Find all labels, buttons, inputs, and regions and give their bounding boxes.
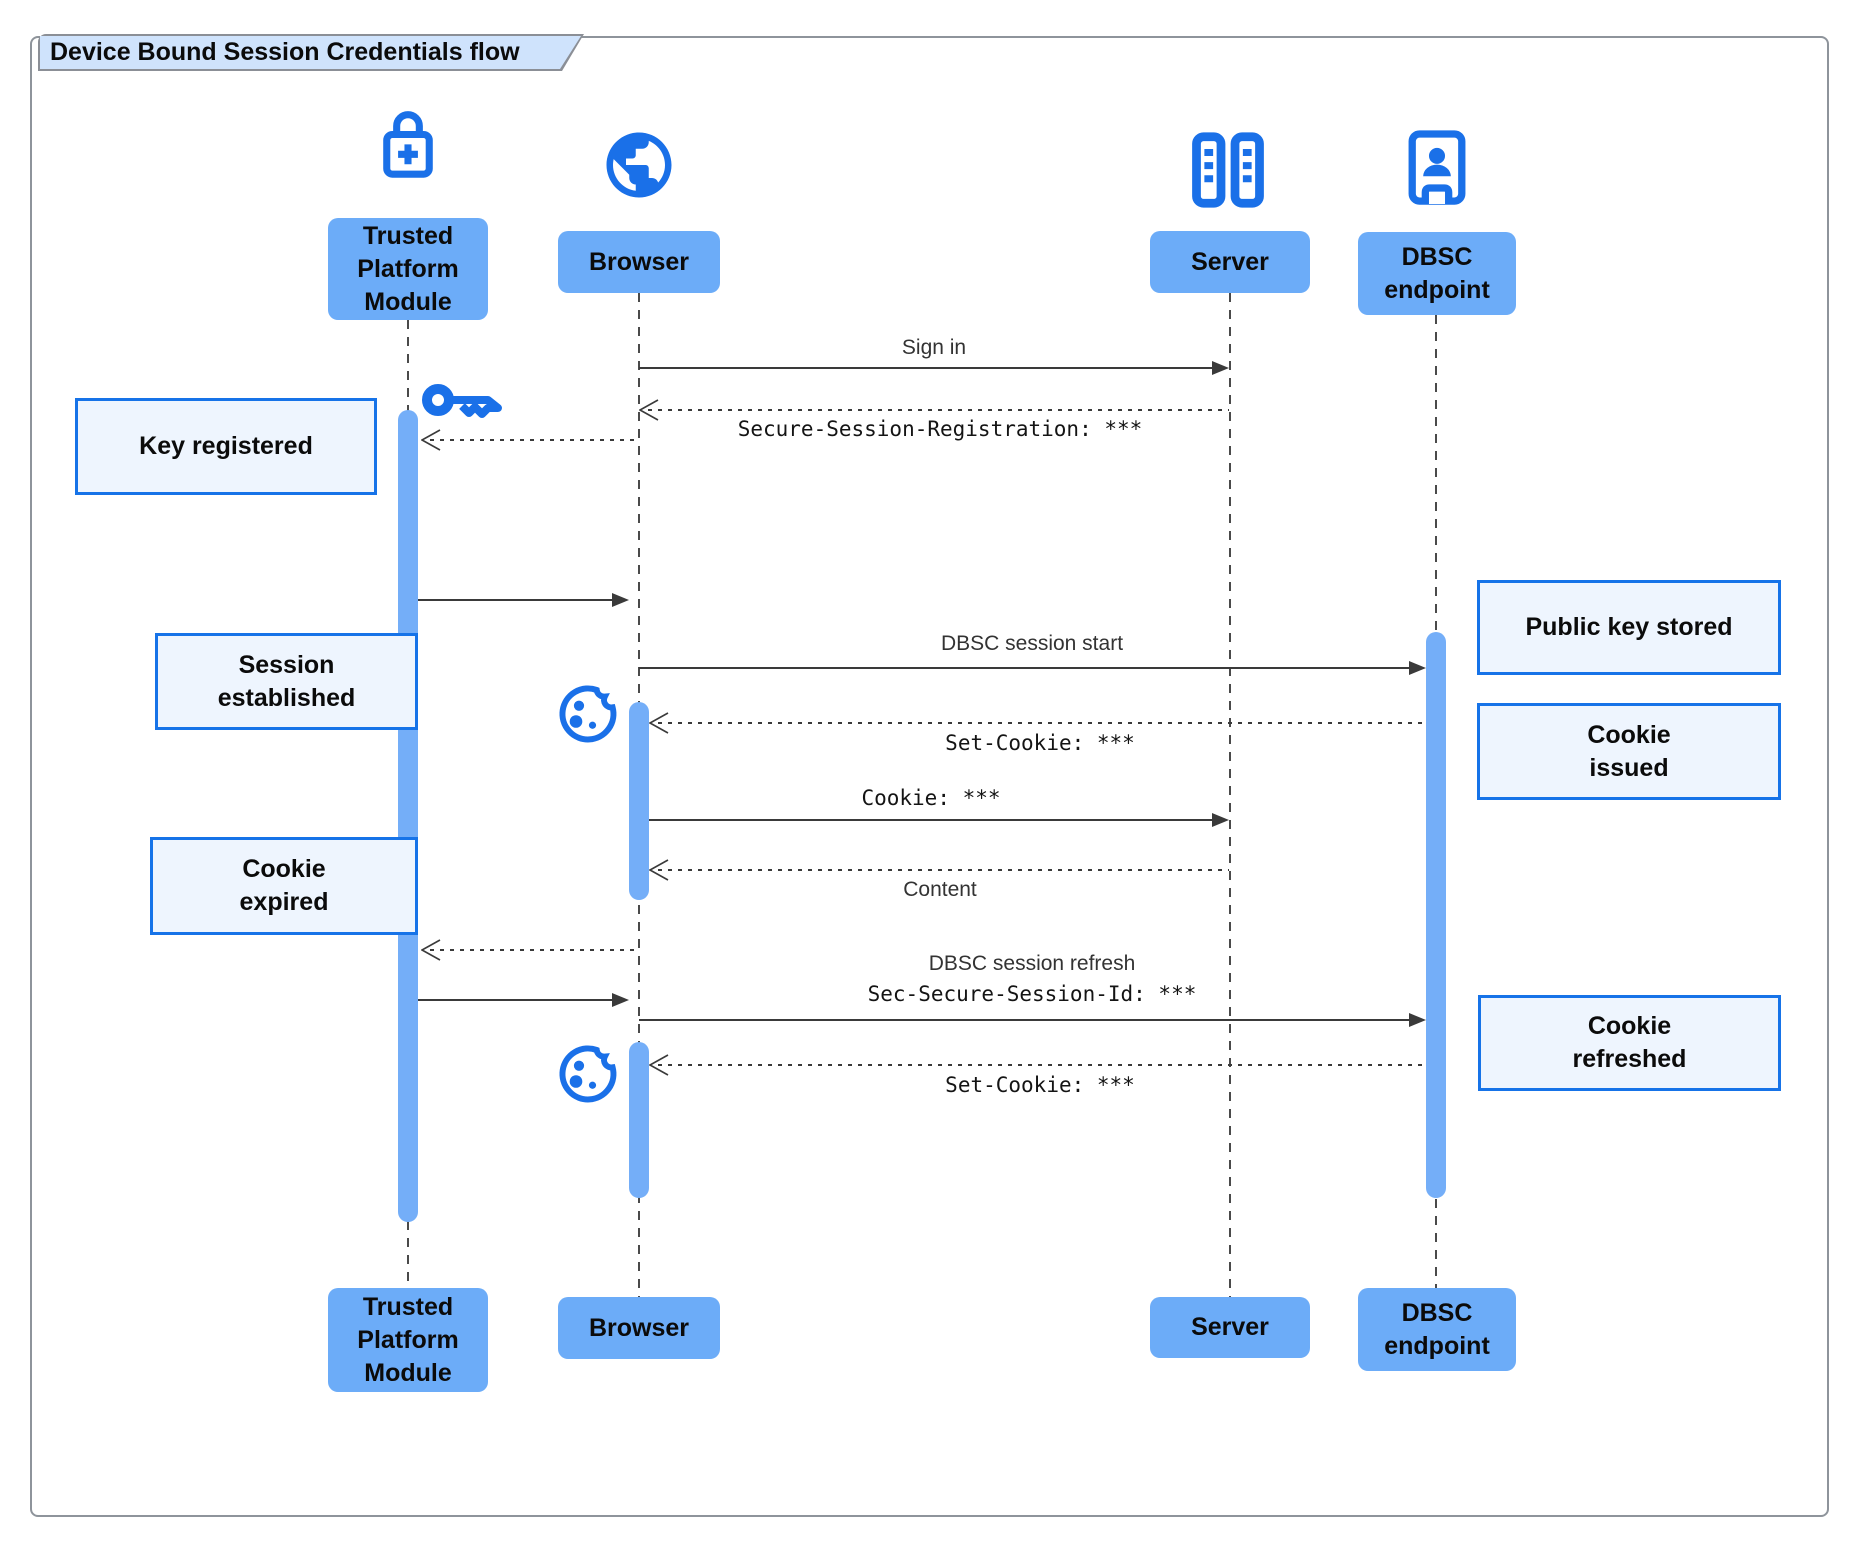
- message-dbsc-start-line: [639, 667, 1410, 669]
- message-expired-line: [430, 949, 638, 951]
- message-tpm-browser-line-1: [418, 599, 613, 601]
- message-sign-in-label: Sign in: [901, 336, 967, 359]
- message-set-cookie-2-label: Set-Cookie: ***: [945, 1073, 1135, 1097]
- message-session-id-label: Sec-Secure-Session-Id: ***: [867, 982, 1197, 1006]
- message-ssr-label: Secure-Session-Registration: ***: [737, 417, 1143, 441]
- arrowhead-open: [421, 939, 441, 961]
- diagram-frame: [30, 36, 1829, 1517]
- message-dbsc-start-label: DBSC session start: [940, 632, 1124, 655]
- message-ssr-line: [648, 409, 1229, 411]
- lock-plus-icon: [383, 111, 433, 178]
- key-icon: [422, 384, 502, 418]
- message-set-cookie-2-line: [658, 1064, 1426, 1066]
- note-key-registered: Key registered: [75, 398, 377, 495]
- cookie-icon: [559, 685, 617, 743]
- note-cookie-expired: Cookie expired: [150, 837, 418, 935]
- server-racks-icon: [1192, 132, 1264, 208]
- note-session-established: Session established: [155, 633, 418, 730]
- note-cookie-refreshed: Cookie refreshed: [1478, 995, 1781, 1091]
- globe-icon: [606, 132, 672, 198]
- participant-browser-top: Browser: [558, 231, 720, 293]
- arrowhead-filled: [612, 593, 629, 607]
- participant-dbsc-top: DBSC endpoint: [1358, 232, 1516, 315]
- participant-server-top: Server: [1150, 231, 1310, 293]
- note-public-key-stored: Public key stored: [1477, 580, 1781, 675]
- message-refresh-line: [639, 1019, 1410, 1021]
- arrowhead-filled: [612, 993, 629, 1007]
- activation-tpm: [398, 410, 418, 1222]
- diagram-title: Device Bound Session Credentials flow: [40, 36, 581, 69]
- arrowhead-filled: [1409, 661, 1426, 675]
- activation-browser-2: [629, 1042, 649, 1198]
- door-person-icon: [1408, 130, 1466, 205]
- activation-dbsc: [1426, 632, 1446, 1198]
- participant-tpm-top: Trusted Platform Module: [328, 218, 488, 320]
- activation-browser-1: [629, 702, 649, 900]
- message-cookie-label: Cookie: ***: [861, 786, 1001, 810]
- arrowhead-filled: [1212, 361, 1229, 375]
- participant-browser-bottom: Browser: [558, 1297, 720, 1359]
- message-set-cookie-1-label: Set-Cookie: ***: [945, 731, 1135, 755]
- arrowhead-open: [649, 1054, 669, 1076]
- message-content-label: Content: [903, 878, 977, 901]
- message-cookie-line: [649, 819, 1213, 821]
- message-register-key-line: [430, 439, 638, 441]
- message-tpm-browser-line-2: [418, 999, 613, 1001]
- arrowhead-open: [649, 859, 669, 881]
- message-set-cookie-1-line: [658, 722, 1426, 724]
- arrowhead-open: [649, 712, 669, 734]
- arrowhead-open: [639, 399, 659, 421]
- message-content-line: [658, 869, 1229, 871]
- arrowhead-filled: [1409, 1013, 1426, 1027]
- message-sign-in-line: [639, 367, 1213, 369]
- message-refresh-label: DBSC session refresh: [928, 952, 1136, 975]
- participant-dbsc-bottom: DBSC endpoint: [1358, 1288, 1516, 1371]
- lifeline-server: [1229, 293, 1231, 1297]
- participant-tpm-bottom: Trusted Platform Module: [328, 1288, 488, 1392]
- arrowhead-open: [421, 429, 441, 451]
- diagram-title-tab: Device Bound Session Credentials flow: [38, 34, 584, 71]
- participant-server-bottom: Server: [1150, 1297, 1310, 1358]
- note-cookie-issued: Cookie issued: [1477, 703, 1781, 800]
- cookie-icon: [559, 1045, 617, 1103]
- arrowhead-filled: [1212, 813, 1229, 827]
